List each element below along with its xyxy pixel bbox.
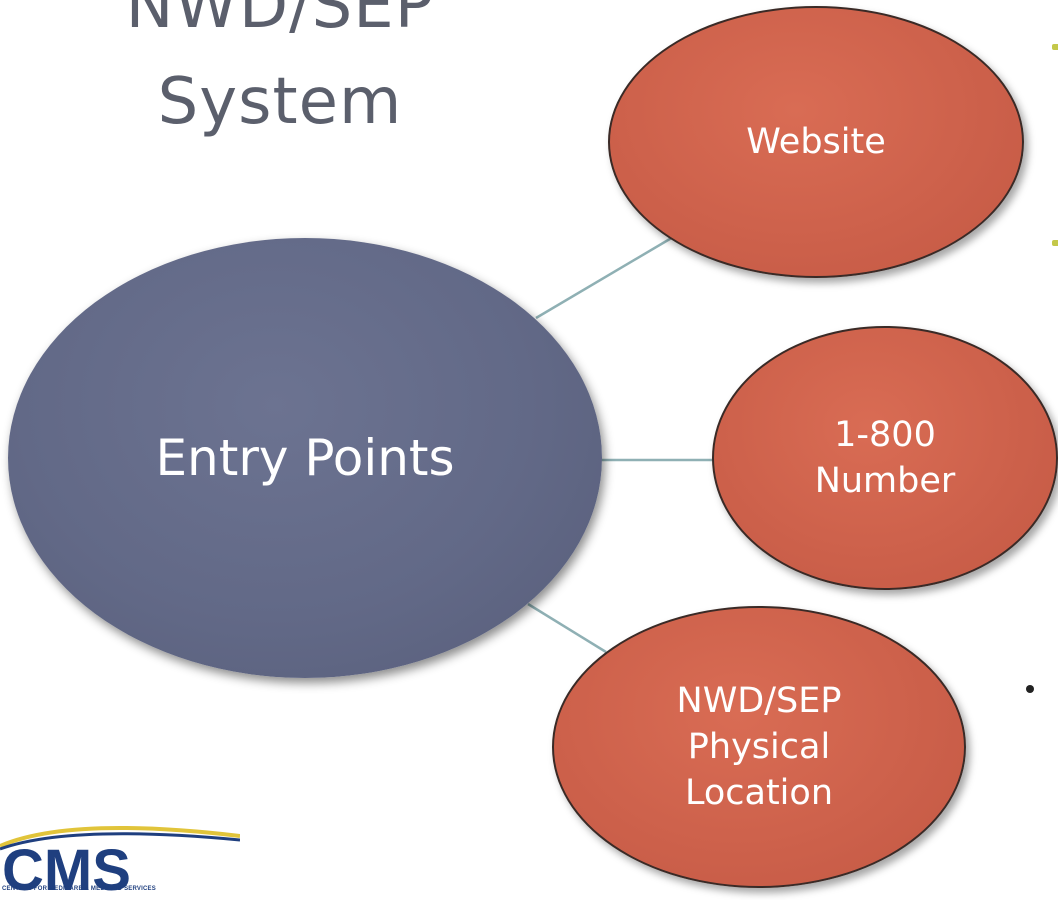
location-label-line-1: NWD/SEP bbox=[676, 681, 842, 721]
title-line-2: System bbox=[157, 65, 403, 139]
accent-mark-top bbox=[1052, 44, 1058, 50]
bullet-dot bbox=[1026, 685, 1034, 693]
phone-number-node: 1-800 Number bbox=[712, 326, 1058, 590]
logo-text: CMS bbox=[2, 838, 131, 900]
slide-title: NWD/SEP System bbox=[0, 0, 560, 150]
cms-logo: CMS CENTERS FOR MEDICARE & MEDICAID SERV… bbox=[0, 812, 240, 900]
phone-label-line-2: Number bbox=[814, 461, 956, 501]
website-label: Website bbox=[746, 122, 886, 162]
title-line-1: NWD/SEP bbox=[125, 0, 435, 43]
accent-mark-middle bbox=[1052, 240, 1058, 246]
phone-label-line-1: 1-800 bbox=[834, 415, 936, 455]
physical-location-node: NWD/SEP Physical Location bbox=[552, 606, 966, 888]
website-node: Website bbox=[608, 6, 1024, 278]
connector-website bbox=[535, 231, 681, 320]
location-label-line-2: Physical bbox=[687, 727, 831, 767]
entry-points-node: Entry Points bbox=[8, 238, 602, 678]
entry-points-label: Entry Points bbox=[155, 429, 455, 487]
connector-location bbox=[527, 602, 607, 654]
logo-subtitle: CENTERS FOR MEDICARE & MEDICAID SERVICES bbox=[2, 886, 156, 892]
logo-swoosh-icon bbox=[0, 826, 240, 851]
location-label-line-3: Location bbox=[684, 773, 834, 813]
